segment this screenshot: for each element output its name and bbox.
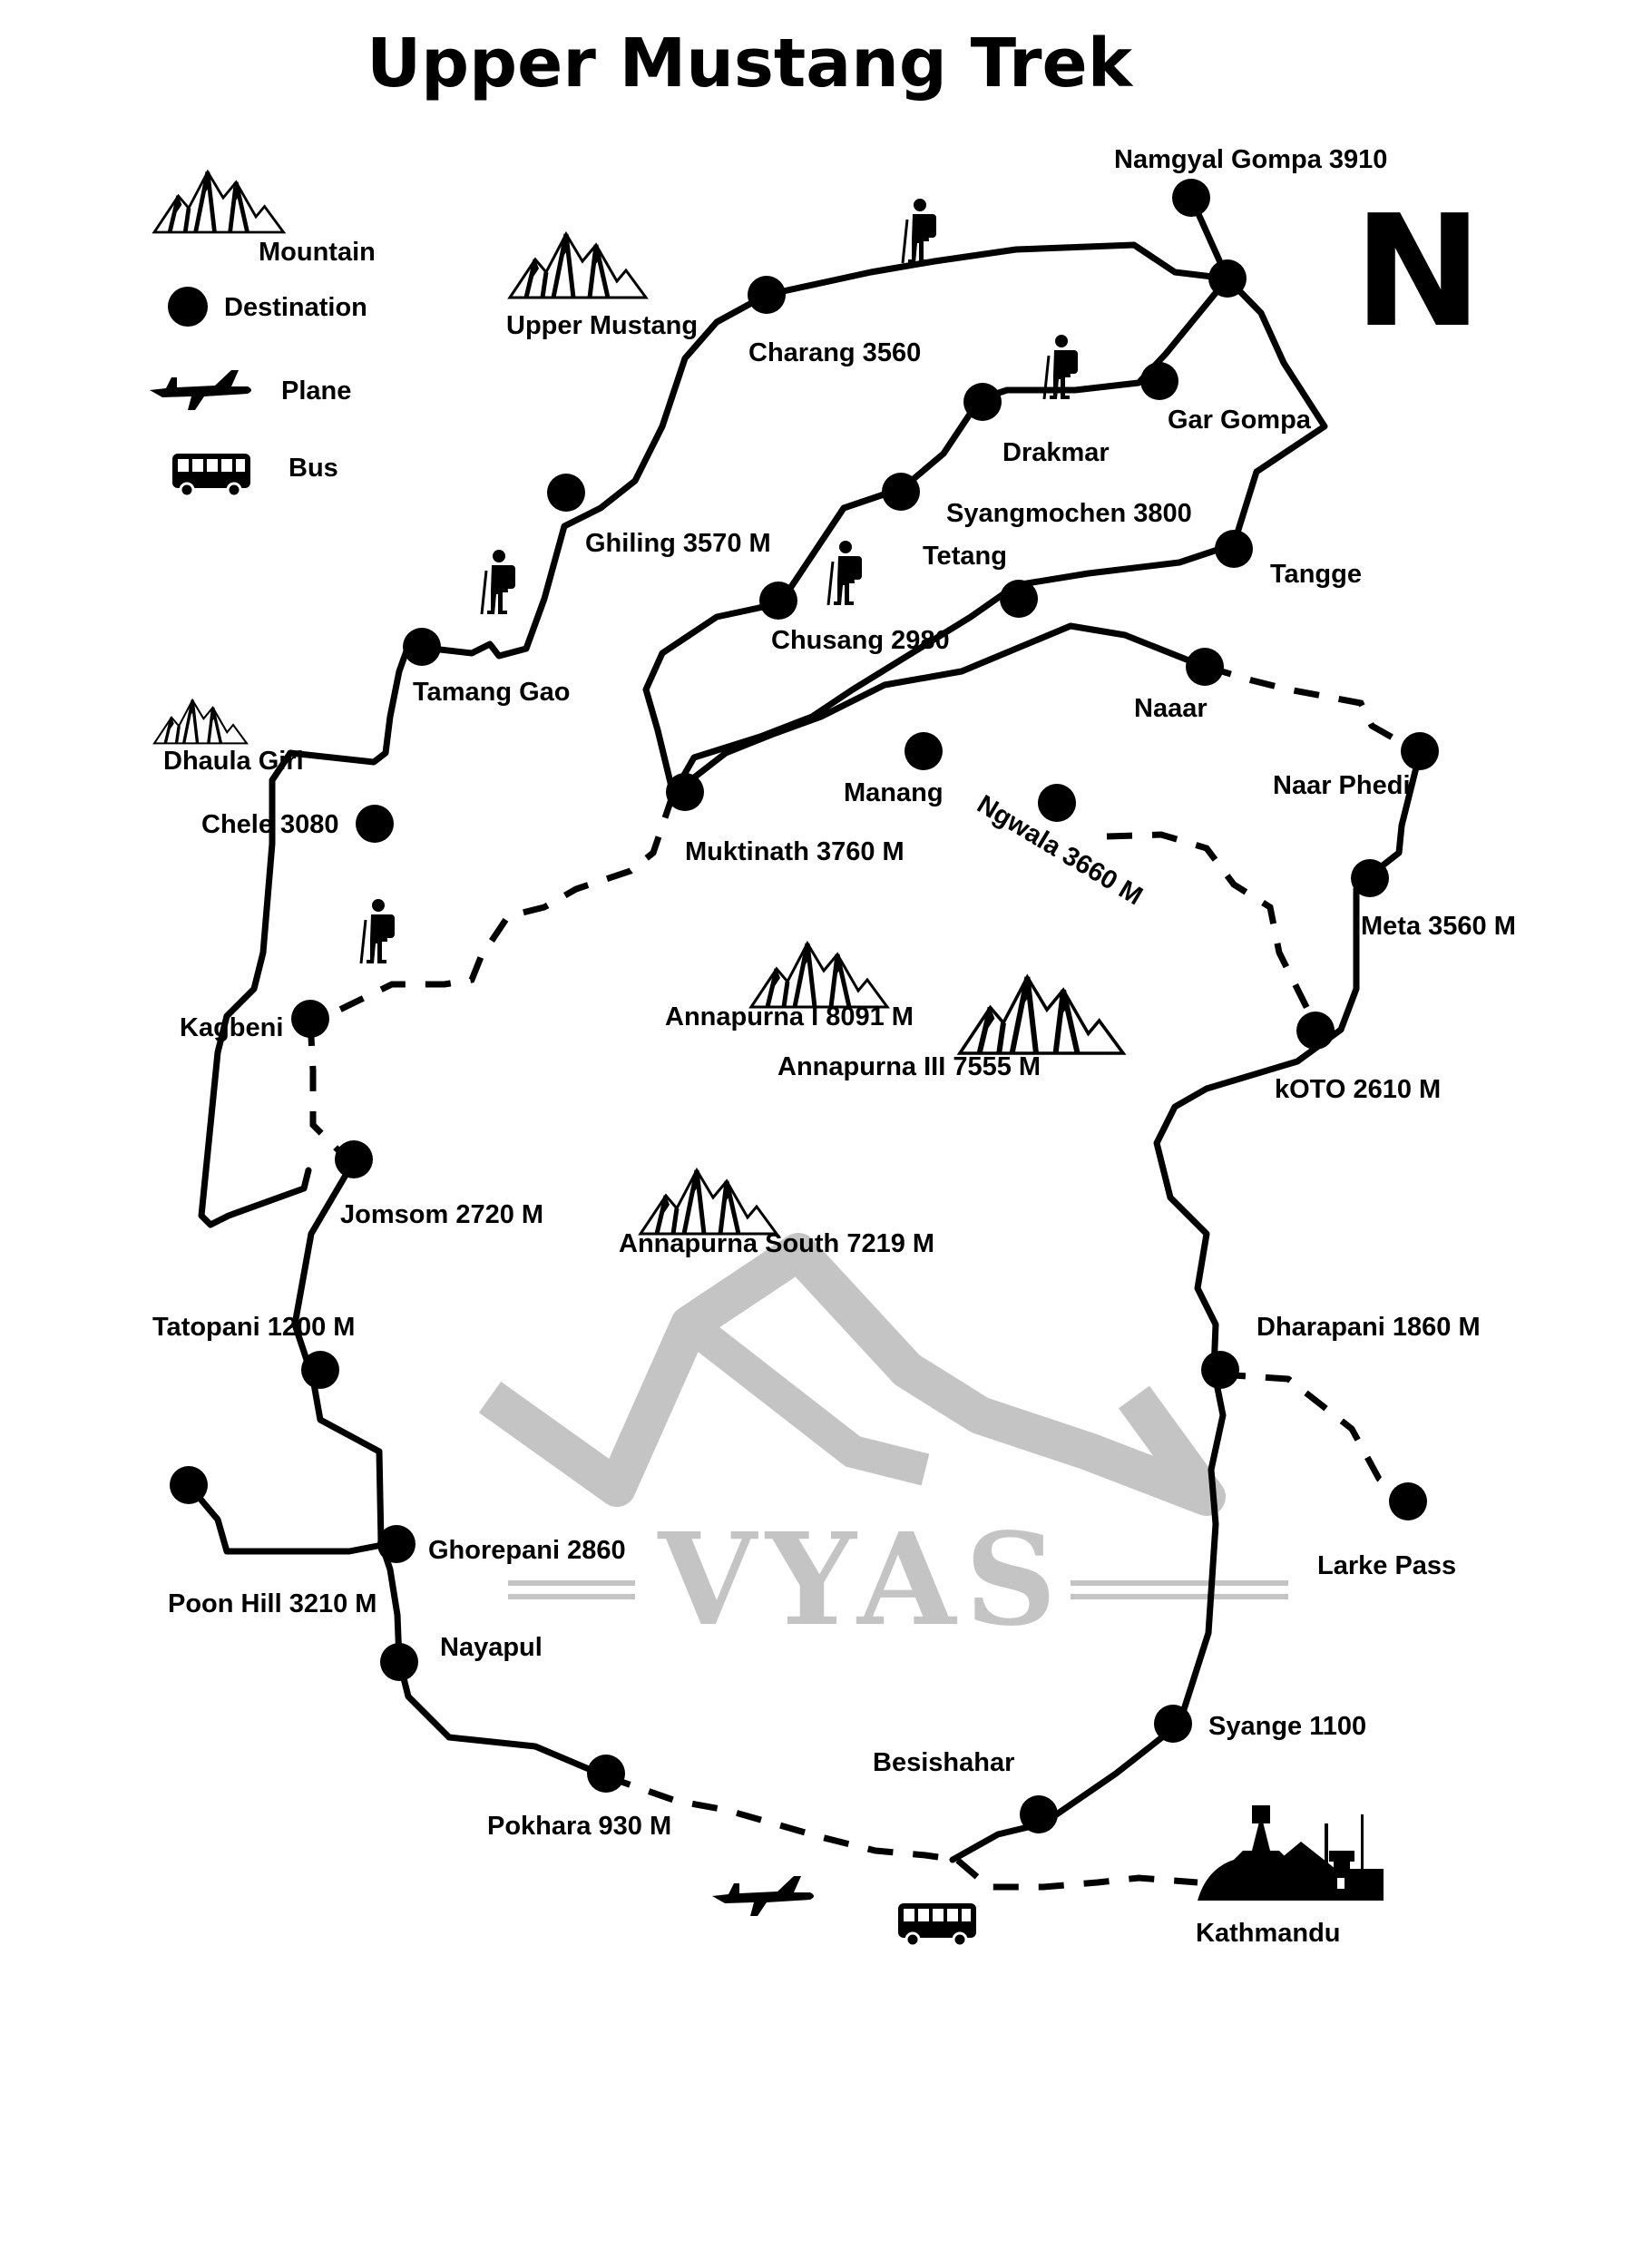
annapurna-south-mountain-icon [640, 1170, 777, 1234]
place-label-charang: Charang 3560 [748, 338, 921, 367]
hiker-icon [901, 197, 938, 265]
legend-bus-icon [171, 452, 252, 498]
dot-manang [905, 732, 943, 770]
place-label-namgyal-gompa: Namgyal Gompa 3910 [1114, 145, 1387, 174]
place-label-naaar: Naaar [1134, 694, 1208, 723]
place-label-poon-hill: Poon Hill 3210 M [168, 1589, 376, 1618]
dot-ghorepani [377, 1525, 416, 1563]
dhaula-giri-mountain-icon [152, 699, 249, 746]
place-label-besishahar: Besishahar [873, 1748, 1014, 1777]
dot-ghiling [547, 474, 585, 512]
hiker-icon [480, 548, 517, 616]
upper-mustang-mountain-icon [510, 234, 646, 298]
place-label-kathmandu: Kathmandu [1196, 1919, 1341, 1948]
place-label-gar-gompa: Gar Gompa [1168, 406, 1312, 435]
dot-larke-pass [1389, 1482, 1427, 1520]
dot-syange [1154, 1705, 1192, 1743]
legend-plane-label: Plane [281, 376, 351, 406]
place-label-dharapani: Dharapani 1860 M [1257, 1313, 1481, 1342]
region-label-upper-mustang: Upper Mustang [506, 311, 698, 340]
dot-besishahar [1020, 1795, 1058, 1833]
dot-jomsom [335, 1140, 373, 1178]
place-label-drakmar: Drakmar [1002, 438, 1110, 467]
place-label-larke-pass: Larke Pass [1317, 1551, 1456, 1580]
place-label-syangmochen: Syangmochen 3800 [946, 499, 1192, 528]
map-title: Upper Mustang Trek [367, 24, 1134, 103]
place-label-chusang: Chusang 2980 [771, 626, 950, 655]
dot-naaar [1186, 648, 1224, 686]
dot-ngwala [1038, 784, 1076, 822]
place-label-chele: Chele 3080 [201, 810, 339, 839]
place-label-pokhara: Pokhara 930 M [487, 1812, 671, 1841]
place-label-tangge: Tangge [1270, 560, 1362, 589]
place-label-tamang-gao: Tamang Gao [413, 678, 571, 707]
dot-poon-hill [170, 1466, 208, 1504]
annapurna-1-mountain-icon [751, 943, 887, 1007]
legend-mountain-icon [154, 172, 284, 233]
place-label-kagbeni: Kagbeni [180, 1013, 283, 1042]
place-label-syange: Syange 1100 [1208, 1712, 1366, 1741]
dot-nayapul [380, 1643, 418, 1681]
hiker-icon [826, 539, 864, 607]
dot-tatopani [301, 1351, 339, 1389]
place-label-nayapul: Nayapul [440, 1633, 543, 1662]
dot-junction-north [1208, 259, 1247, 298]
legend-plane-icon [150, 370, 251, 410]
annapurna-3-mountain-icon [960, 977, 1123, 1053]
dot-muktinath [666, 773, 704, 811]
dot-namgyal-gompa [1172, 179, 1210, 217]
legend-mountain-label: Mountain [259, 238, 376, 267]
dot-charang [748, 276, 786, 314]
place-label-tatopani: Tatopani 1200 M [152, 1313, 355, 1342]
dashed-routes [307, 663, 1422, 1891]
region-label-annapurna-1: Annapurna I 8091 M [665, 1002, 914, 1031]
dot-chele [356, 805, 394, 843]
hiker-icon [359, 897, 396, 965]
region-label-dhaula-giri: Dhaula Giri [163, 747, 304, 776]
dot-meta [1351, 859, 1389, 897]
dot-kagbeni [291, 1000, 329, 1038]
place-label-meta: Meta 3560 M [1361, 912, 1516, 941]
north-indicator: N [1354, 182, 1482, 362]
dot-tangge [1215, 530, 1253, 568]
place-label-naar-phedi: Naar Phedi [1273, 771, 1411, 800]
dot-dharapani [1201, 1351, 1239, 1389]
dot-chusang [759, 582, 797, 620]
dot-syangmochen [882, 473, 920, 511]
legend: Mountain Destination Plane Bus [150, 172, 376, 498]
dot-tetang [1000, 580, 1038, 618]
place-label-ghiling: Ghiling 3570 M [585, 529, 771, 558]
kathmandu-stupa-icon [1198, 1805, 1384, 1901]
watermark-logo: VYAS [478, 1233, 1288, 1655]
dot-pokhara [587, 1755, 625, 1793]
watermark-text: VYAS [657, 1506, 1065, 1655]
plane-icon [712, 1876, 814, 1916]
place-label-jomsom: Jomsom 2720 M [340, 1200, 543, 1229]
place-label-tetang: Tetang [923, 542, 1007, 571]
legend-destination-icon [168, 287, 208, 327]
legend-destination-label: Destination [224, 293, 367, 322]
bus-icon [896, 1901, 978, 1948]
legend-bus-label: Bus [288, 454, 338, 483]
place-label-muktinath: Muktinath 3760 M [685, 837, 905, 866]
region-label-annapurna-3: Annapurna III 7555 M [777, 1052, 1041, 1081]
dot-tamang-gao [403, 628, 441, 666]
destination-dots [170, 179, 1439, 1833]
place-label-koto: kOTO 2610 M [1275, 1075, 1441, 1104]
dot-gar-gompa [1140, 362, 1178, 400]
dot-naar-phedi [1401, 732, 1439, 770]
place-label-ghorepani: Ghorepani 2860 [428, 1536, 626, 1565]
region-label-annapurna-south: Annapurna South 7219 M [619, 1229, 934, 1258]
place-label-manang: Manang [844, 778, 944, 807]
dot-drakmar [963, 383, 1002, 421]
dot-koto [1296, 1012, 1335, 1050]
